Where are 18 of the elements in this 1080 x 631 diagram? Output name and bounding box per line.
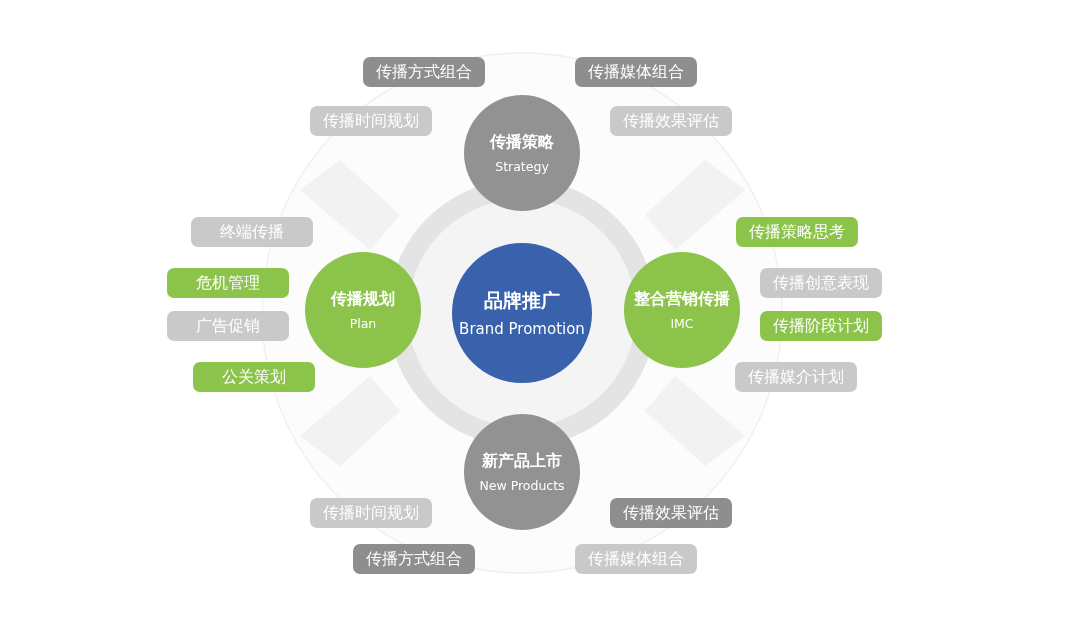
tag-label: 传播策略思考 <box>736 217 858 247</box>
tag-label: 传播媒体组合 <box>575 57 697 87</box>
tag-label: 传播方式组合 <box>363 57 485 87</box>
circle-subtitle: New Products <box>479 478 565 493</box>
circle-subtitle: Strategy <box>495 159 549 174</box>
tag-label: 传播效果评估 <box>610 498 732 528</box>
circle-title: 品牌推广 <box>484 288 560 313</box>
circle-title: 传播规划 <box>331 289 395 310</box>
circle-subtitle: IMC <box>670 316 694 331</box>
circle-title: 传播策略 <box>490 132 554 153</box>
tag-label: 传播阶段计划 <box>760 311 882 341</box>
circle-title: 整合营销传播 <box>634 289 730 310</box>
tag-label: 危机管理 <box>167 268 289 298</box>
circle-subtitle: Plan <box>349 316 377 331</box>
circle-subtitle: Brand Promotion <box>459 320 585 338</box>
tag-label: 传播方式组合 <box>353 544 475 574</box>
circle-title: 新产品上市 <box>482 451 562 472</box>
tag-label: 公关策划 <box>193 362 315 392</box>
